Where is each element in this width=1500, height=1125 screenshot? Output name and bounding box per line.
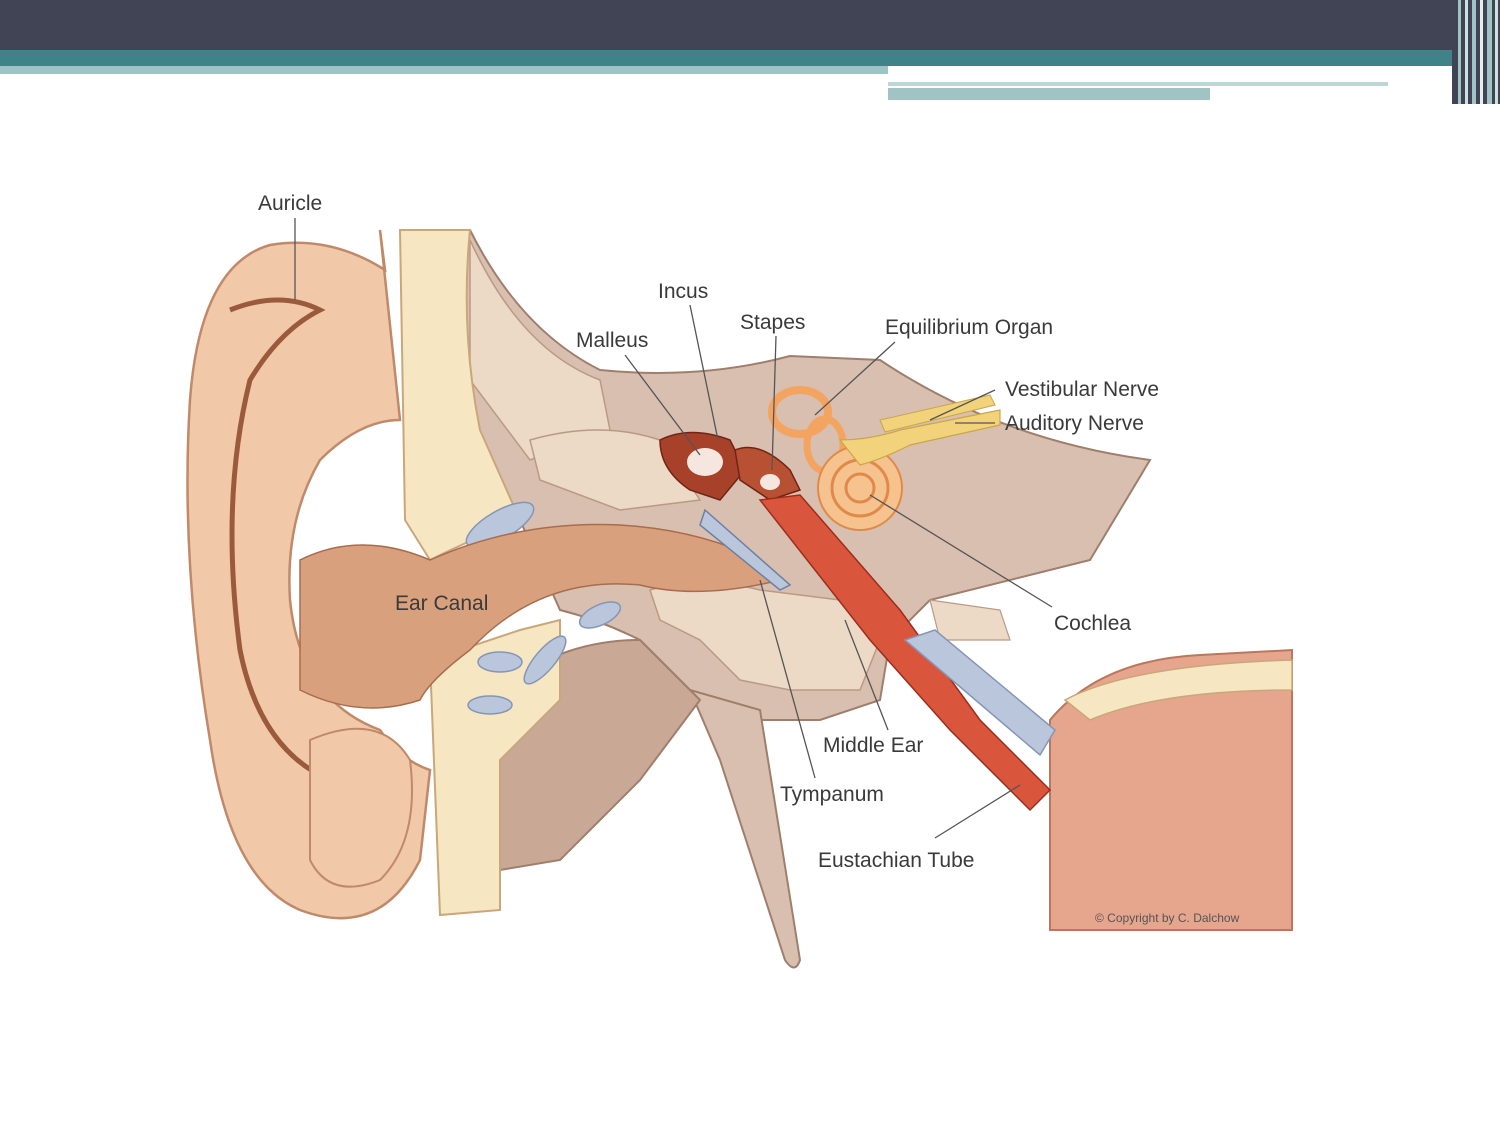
ear-canal-wall-bone — [398, 229, 622, 917]
auricle-shape — [186, 229, 432, 920]
leader-lines — [294, 218, 1053, 839]
label-auricle: Auricle — [258, 192, 322, 215]
pharynx-tissue — [1049, 648, 1293, 931]
slide-corner-stripes — [1452, 0, 1500, 104]
label-cochlea: Cochlea — [1054, 612, 1131, 635]
tube-blue-channel — [903, 629, 1056, 757]
slide-header-accent-right — [888, 88, 1210, 100]
slide-header-accent-right-thin — [888, 82, 1388, 86]
slide-header-accent-left — [0, 66, 888, 74]
copyright-notice: © Copyright by C. Dalchow — [1095, 911, 1240, 925]
label-middle-ear: Middle Ear — [823, 734, 923, 757]
inner-ear — [768, 386, 1001, 531]
label-tympanum: Tympanum — [780, 783, 884, 806]
label-stapes: Stapes — [740, 311, 805, 334]
ear-canal-shape — [299, 523, 782, 709]
lower-bone-process — [688, 688, 802, 969]
eustachian-tube-shape — [758, 494, 1052, 812]
label-equilibrium-organ: Equilibrium Organ — [885, 316, 1053, 339]
slide-header-band — [0, 50, 1500, 66]
ossicles — [659, 431, 802, 501]
label-malleus: Malleus — [576, 329, 648, 352]
label-ear-canal: Ear Canal — [395, 592, 488, 615]
label-incus: Incus — [658, 280, 708, 303]
label-vestibular-nerve: Vestibular Nerve — [1005, 378, 1159, 401]
eardrum-shape — [699, 508, 792, 591]
label-auditory-nerve: Auditory Nerve — [1005, 412, 1144, 435]
label-eustachian-tube: Eustachian Tube — [818, 849, 974, 872]
slide-header-bar — [0, 0, 1500, 50]
